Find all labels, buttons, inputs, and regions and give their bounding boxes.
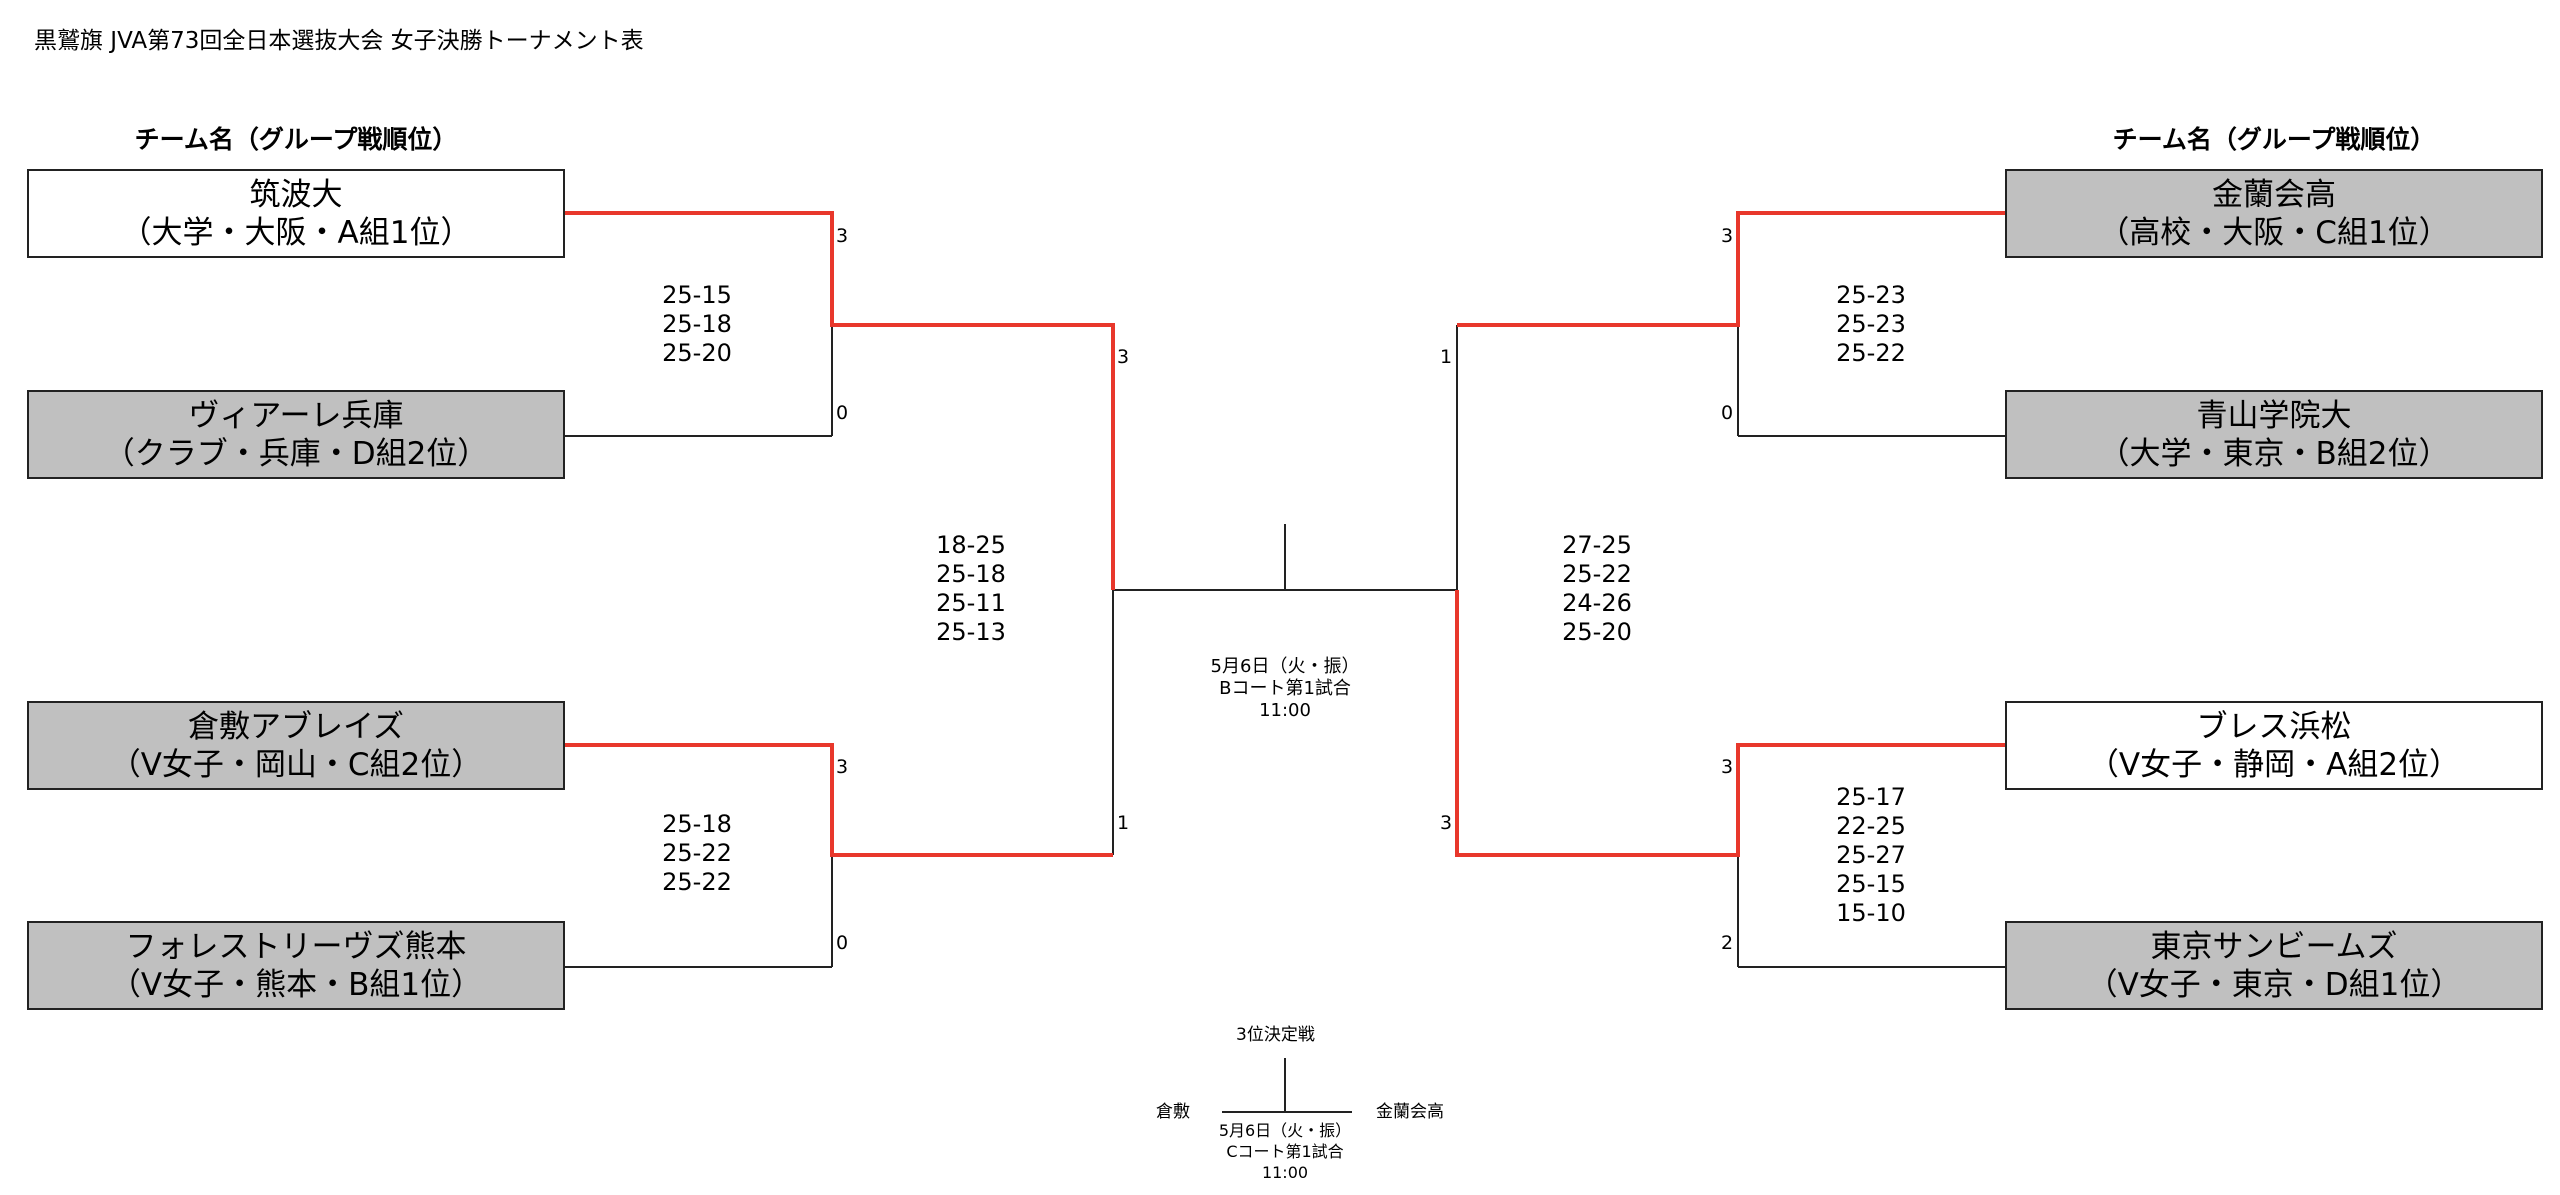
set-score: 25-22	[662, 839, 732, 867]
score-lsf-top: 3	[1116, 346, 1130, 368]
set-score: 25-20	[662, 339, 732, 367]
final-court: Bコート第1試合	[1219, 678, 1351, 699]
third-place-label: 3位決定戦	[1236, 1025, 1315, 1045]
left-column-header: チーム名（グループ戦順位）	[134, 125, 458, 154]
set-score: 25-27	[1836, 841, 1906, 869]
score-rsf-bottom: 3	[1439, 812, 1453, 834]
path-r3-win	[1455, 590, 2005, 857]
set-score: 15-10	[1836, 899, 1906, 927]
score-l2: 0	[835, 402, 849, 424]
set-score: 25-22	[662, 868, 732, 896]
third-place-date: 5月6日（火・振）	[1218, 1121, 1352, 1140]
score-l1: 3	[835, 225, 849, 247]
score-r3: 3	[1720, 756, 1734, 778]
score-rsf-top: 1	[1439, 346, 1453, 368]
team-group-rank: （高校・大阪・C組1位）	[2098, 214, 2450, 251]
team-name: 倉敷アブレイズ	[187, 708, 405, 745]
team-group-rank: （V女子・岡山・C組2位）	[109, 746, 483, 783]
left-bracket-lines	[565, 325, 2005, 1113]
team-group-rank: （大学・東京・B組2位）	[2098, 435, 2450, 472]
set-score: 24-26	[1562, 589, 1632, 617]
team-name: 青山学院大	[2196, 397, 2352, 434]
set-score: 25-23	[1836, 310, 1906, 338]
path-l3-win	[565, 743, 1113, 857]
set-score: 25-17	[1836, 783, 1906, 811]
team-group-rank: （V女子・静岡・A組2位）	[2087, 746, 2461, 783]
final-date: 5月6日（火・振）	[1210, 656, 1360, 677]
third-place-right-team: 金蘭会高	[1376, 1102, 1444, 1122]
set-score: 27-25	[1562, 531, 1632, 559]
right-column-header: チーム名（グループ戦順位）	[2112, 125, 2436, 154]
team-group-rank: （V女子・東京・D組1位）	[2086, 966, 2462, 1003]
set-scores-qf-right-bottom: 25-17 22-25 25-27 25-15 15-10	[1811, 783, 1931, 928]
set-score: 18-25	[936, 531, 1006, 559]
winner-lines	[565, 211, 2005, 857]
path-r1-win	[1457, 211, 2005, 327]
set-score: 25-15	[662, 281, 732, 309]
final-match-info: 5月6日（火・振） Bコート第1試合 11:00	[1155, 656, 1415, 722]
set-score: 25-11	[936, 589, 1006, 617]
team-box-r1: 金蘭会高 （高校・大阪・C組1位）	[2005, 169, 2543, 258]
third-place-court: Cコート第1試合	[1226, 1142, 1344, 1161]
team-box-l4: フォレストリーヴズ熊本 （V女子・熊本・B組1位）	[27, 921, 565, 1010]
set-score: 22-25	[1836, 812, 1906, 840]
team-box-l2: ヴィアーレ兵庫 （クラブ・兵庫・D組2位）	[27, 390, 565, 479]
third-place-match-info: 5月6日（火・振） Cコート第1試合 11:00	[1155, 1120, 1415, 1183]
team-group-rank: （大学・大阪・A組1位）	[120, 214, 472, 251]
set-score: 25-20	[1562, 618, 1632, 646]
team-name: ヴィアーレ兵庫	[188, 397, 404, 434]
team-box-l3: 倉敷アブレイズ （V女子・岡山・C組2位）	[27, 701, 565, 790]
set-scores-qf-left-bottom: 25-18 25-22 25-22	[637, 810, 757, 897]
team-name: ブレス浜松	[2196, 708, 2352, 745]
set-scores-qf-right-top: 25-23 25-23 25-22	[1811, 281, 1931, 368]
score-l4: 0	[835, 932, 849, 954]
set-score: 25-18	[662, 310, 732, 338]
set-scores-qf-left-top: 25-15 25-18 25-20	[637, 281, 757, 368]
path-l1-win	[565, 211, 1115, 590]
set-score: 25-18	[662, 810, 732, 838]
set-scores-sf-left: 18-25 25-18 25-11 25-13	[911, 531, 1031, 647]
score-lsf-bottom: 1	[1116, 812, 1130, 834]
set-score: 25-15	[1836, 870, 1906, 898]
final-time: 11:00	[1259, 700, 1311, 721]
team-name: 金蘭会高	[2212, 176, 2336, 213]
third-place-time: 11:00	[1261, 1163, 1309, 1182]
set-score: 25-22	[1836, 339, 1906, 367]
team-group-rank: （クラブ・兵庫・D組2位）	[103, 435, 489, 472]
score-r4: 2	[1720, 932, 1734, 954]
third-place-left-team: 倉敷	[1156, 1102, 1190, 1122]
set-score: 25-18	[936, 560, 1006, 588]
set-score: 25-13	[936, 618, 1006, 646]
page-title: 黒鷲旗 JVA第73回全日本選抜大会 女子決勝トーナメント表	[34, 28, 644, 54]
team-box-r3: ブレス浜松 （V女子・静岡・A組2位）	[2005, 701, 2543, 790]
set-scores-sf-right: 27-25 25-22 24-26 25-20	[1537, 531, 1657, 647]
score-r1: 3	[1720, 225, 1734, 247]
team-box-l1: 筑波大 （大学・大阪・A組1位）	[27, 169, 565, 258]
team-name: フォレストリーヴズ熊本	[125, 928, 467, 965]
team-group-rank: （V女子・熊本・B組1位）	[109, 966, 483, 1003]
score-r2: 0	[1720, 402, 1734, 424]
score-l3: 3	[835, 756, 849, 778]
set-score: 25-23	[1836, 281, 1906, 309]
set-score: 25-22	[1562, 560, 1632, 588]
team-name: 筑波大	[249, 176, 343, 213]
team-name: 東京サンビームズ	[2150, 928, 2398, 965]
team-box-r2: 青山学院大 （大学・東京・B組2位）	[2005, 390, 2543, 479]
team-box-r4: 東京サンビームズ （V女子・東京・D組1位）	[2005, 921, 2543, 1010]
